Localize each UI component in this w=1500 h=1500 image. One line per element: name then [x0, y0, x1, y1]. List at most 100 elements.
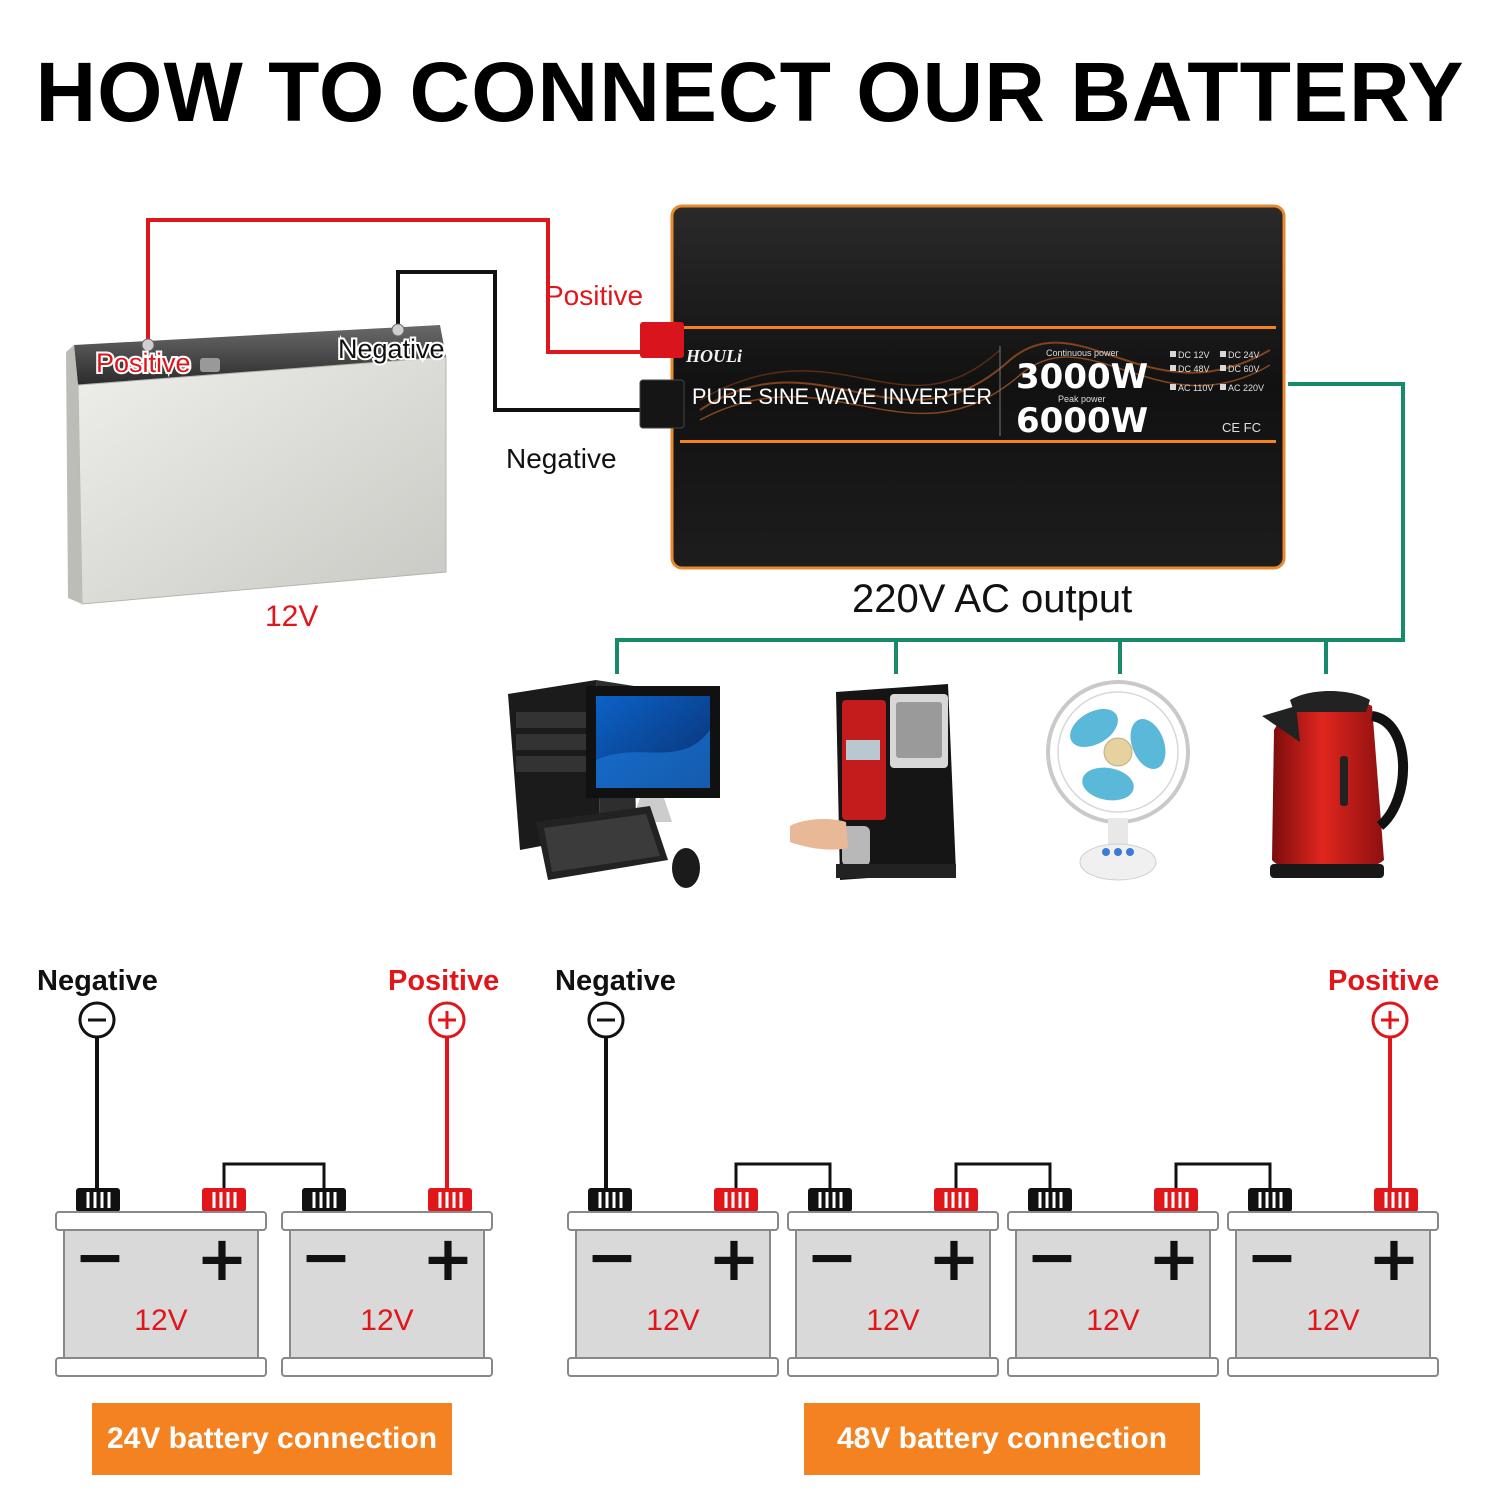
battery-2: −+12V [787, 1211, 999, 1377]
terminal-rib [1272, 1192, 1276, 1208]
terminal-rib [1258, 1192, 1262, 1208]
positive-terminal [934, 1188, 978, 1212]
series-link-wire [734, 1162, 832, 1188]
certification-marks: CE FC [1222, 420, 1261, 435]
terminal-rib [1398, 1192, 1402, 1208]
minus-sign: − [300, 1220, 352, 1293]
plus-sign: + [1148, 1222, 1200, 1295]
bank-24v: Negative Positive −+12V−+12V [37, 965, 499, 1377]
terminal-rib [605, 1192, 609, 1208]
terminal-rib [326, 1192, 330, 1208]
battery-positive-label: Positive [96, 348, 191, 378]
series-link-wire [1174, 1162, 1272, 1188]
terminal-rib [93, 1192, 97, 1208]
terminal-rib [1052, 1192, 1056, 1208]
terminal-rib [1059, 1192, 1063, 1208]
battery-voltage-label: 12V [265, 600, 318, 633]
spec-checkbox [1220, 365, 1226, 371]
electric-kettle-icon [1262, 691, 1409, 878]
negative-wire [396, 270, 642, 412]
terminal-rib [944, 1192, 948, 1208]
spec-checkbox [1220, 384, 1226, 390]
spec-checkbox [1220, 351, 1226, 357]
battery-bottom-plate [281, 1357, 493, 1377]
terminal-rib [598, 1192, 602, 1208]
minus-sign: − [74, 1220, 126, 1293]
terminal-rib [1038, 1192, 1042, 1208]
battery-voltage-label: 12V [866, 1304, 919, 1337]
terminal-rib [445, 1192, 449, 1208]
positive-terminal [202, 1188, 246, 1212]
battery-voltage-label: 12V [134, 1304, 187, 1337]
bank-48v-negative-label: Negative [555, 965, 676, 997]
inverter-product-name: PURE SINE WAVE INVERTER [692, 384, 992, 409]
terminal-rib [951, 1192, 955, 1208]
terminal-rib [839, 1192, 843, 1208]
coffee-maker-icon [790, 684, 956, 880]
terminal-rib [319, 1192, 323, 1208]
positive-wire [146, 218, 642, 354]
terminal-rib [459, 1192, 463, 1208]
negative-terminal [1028, 1188, 1072, 1212]
terminal-rib [1279, 1192, 1283, 1208]
battery-2: −+12V [281, 1211, 493, 1377]
series-connection-diagrams: Negative Positive −+12V−+12V Negative Po… [37, 965, 1439, 1377]
peak-power-value: 6000W [1016, 401, 1148, 441]
terminal-rib [212, 1192, 216, 1208]
battery-voltage-label: 12V [1306, 1304, 1359, 1337]
negative-terminal [302, 1188, 346, 1212]
battery-bottom-plate [1227, 1357, 1439, 1377]
terminal-rib [438, 1192, 442, 1208]
battery-bottom-plate [567, 1357, 779, 1377]
positive-terminal [714, 1188, 758, 1212]
caption-24v-connection: 24V battery connection [92, 1403, 452, 1475]
battery-body [289, 1229, 485, 1359]
bank-24v-positive-label: Positive [388, 965, 499, 997]
continuous-power-value: 3000W [1016, 357, 1148, 397]
plus-sign: + [708, 1222, 760, 1295]
minus-sign: − [1246, 1220, 1298, 1293]
terminal-rib [1185, 1192, 1189, 1208]
terminal-rib [825, 1192, 829, 1208]
desk-fan-icon [1046, 680, 1190, 881]
spec-dc-24v: DC 24V [1228, 350, 1260, 360]
spec-dc-60v: DC 60V [1228, 364, 1260, 374]
terminal-rib [219, 1192, 223, 1208]
terminal-rib [965, 1192, 969, 1208]
positive-terminal [1154, 1188, 1198, 1212]
negative-terminal [1248, 1188, 1292, 1212]
terminal-rib [1178, 1192, 1182, 1208]
spec-ac-220v: AC 220V [1228, 383, 1264, 393]
spec-checkbox [1170, 365, 1176, 371]
battery-voltage-label: 12V [1086, 1304, 1139, 1337]
terminal-rib [1045, 1192, 1049, 1208]
plus-sign: + [422, 1222, 474, 1295]
battery-bottom-plate [1007, 1357, 1219, 1377]
terminal-rib [619, 1192, 623, 1208]
terminal-rib [745, 1192, 749, 1208]
spec-checkbox [1170, 384, 1176, 390]
spec-dc-12v: DC 12V [1178, 350, 1210, 360]
terminal-rib [738, 1192, 742, 1208]
terminal-rib [724, 1192, 728, 1208]
battery-body [1015, 1229, 1211, 1359]
negative-terminal [808, 1188, 852, 1212]
terminal-rib [1405, 1192, 1409, 1208]
inverter-positive-wire-label: Positive [545, 280, 643, 311]
battery-body [63, 1229, 259, 1359]
battery-body [1235, 1229, 1431, 1359]
battery-3: −+12V [1007, 1211, 1219, 1377]
minus-sign: − [586, 1220, 638, 1293]
battery-4: −+12V [1227, 1211, 1439, 1377]
desktop-computer-icon [508, 680, 720, 888]
battery-12v-image [66, 323, 447, 605]
plus-sign: + [196, 1222, 248, 1295]
battery-1: −+12V [55, 1211, 267, 1377]
terminal-rib [612, 1192, 616, 1208]
terminal-rib [107, 1192, 111, 1208]
negative-terminal [76, 1188, 120, 1212]
inverter-negative-wire-label: Negative [506, 443, 617, 474]
terminal-rib [1265, 1192, 1269, 1208]
battery-body [575, 1229, 771, 1359]
